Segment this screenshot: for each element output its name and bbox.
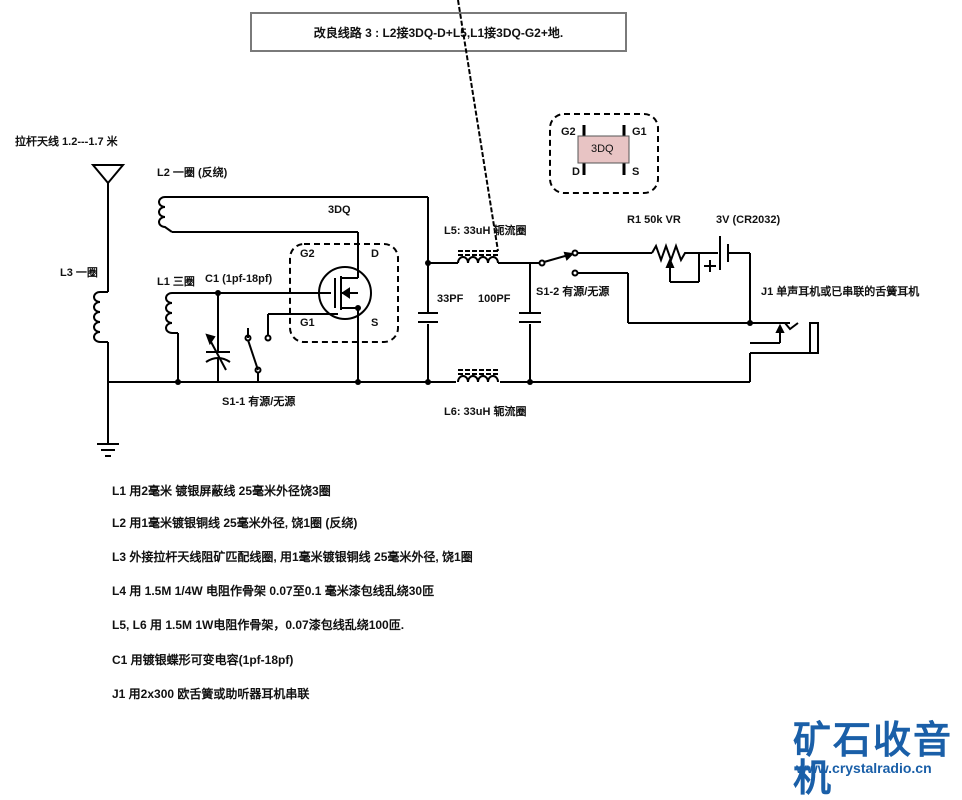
switch-s1-1[interactable]	[244, 313, 339, 382]
variable-capacitor-c1	[205, 293, 231, 382]
pin-d-label: D	[371, 248, 379, 260]
pinout-g1-label: G1	[632, 126, 647, 138]
pinout-d-label: D	[572, 166, 580, 178]
pinout-g2-label: G2	[561, 126, 576, 138]
pinout-diagram	[549, 113, 659, 194]
antenna-label: 拉杆天线 1.2---1.7 米	[15, 136, 118, 148]
l1-label: L1 三圈	[157, 276, 195, 288]
note-l1: L1 用2毫米 镀银屏蔽线 25毫米外径饶3圈	[112, 484, 331, 498]
choke-l6	[456, 369, 500, 388]
battery-label: 3V (CR2032)	[716, 214, 781, 226]
s1-2-label: S1-2 有源/无源	[536, 286, 610, 298]
circuit-title: 改良线路 3 : L2接3DQ-D+L5,L1接3DQ-G2+地.	[250, 12, 627, 52]
coil-l2	[158, 196, 428, 278]
junction-dots	[175, 260, 753, 385]
transistor-label: 3DQ	[328, 204, 351, 216]
brand-url[interactable]: www.crystalradio.cn	[796, 760, 932, 776]
capacitor-100pf	[519, 263, 541, 382]
ground-icon	[97, 430, 119, 457]
coil-l3	[93, 291, 109, 430]
note-l4: L4 用 1.5M 1/4W 电阻作骨架 0.07至0.1 毫米漆包线乱绕30匝	[112, 584, 435, 598]
battery-icon	[699, 236, 751, 323]
headphone-jack-j1[interactable]	[749, 322, 819, 382]
pin-s-label: S	[371, 317, 379, 329]
s1-1-label: S1-1 有源/无源	[222, 396, 296, 408]
capacitor-33pf	[418, 312, 438, 324]
schematic	[90, 0, 819, 457]
pinout-s-label: S	[632, 166, 640, 178]
r1-label: R1 50k VR	[627, 214, 681, 226]
l6-label: L6: 33uH 轭流圈	[444, 406, 527, 418]
antenna-icon	[90, 164, 126, 292]
variable-resistor-r1[interactable]	[651, 243, 700, 283]
pin-g1-label: G1	[300, 317, 315, 329]
pin-g2-label: G2	[300, 248, 315, 260]
choke-l5	[428, 0, 530, 264]
switch-s1-2[interactable]	[530, 249, 750, 324]
mosfet-3dq	[289, 243, 399, 382]
coil-l1	[165, 292, 331, 382]
pinout-body-label: 3DQ	[591, 143, 614, 155]
l5-label: L5: 33uH 轭流圈	[444, 225, 527, 237]
j1-label: J1 单声耳机或已串联的舌簧耳机	[761, 286, 920, 298]
note-j1: J1 用2x300 欧舌簧或助听器耳机串联	[112, 687, 310, 701]
c33pf-label: 33PF	[437, 293, 464, 305]
c1-label: C1 (1pf-18pf)	[205, 273, 273, 285]
note-l3: L3 外接拉杆天线阻矿匹配线圈, 用1毫米镀银铜线 25毫米外径, 饶1圈	[112, 550, 473, 564]
l3-label: L3 一圈	[60, 267, 98, 279]
note-c1: C1 用镀银蝶形可变电容(1pf-18pf)	[112, 653, 294, 667]
l2-label: L2 一圈 (反绕)	[157, 167, 228, 179]
c100pf-label: 100PF	[478, 293, 511, 305]
note-l2: L2 用1毫米镀银铜线 25毫米外径, 饶1圈 (反绕)	[112, 516, 358, 530]
note-l5-l6: L5, L6 用 1.5M 1W电阻作骨架，0.07漆包线乱绕100匝.	[112, 618, 405, 632]
